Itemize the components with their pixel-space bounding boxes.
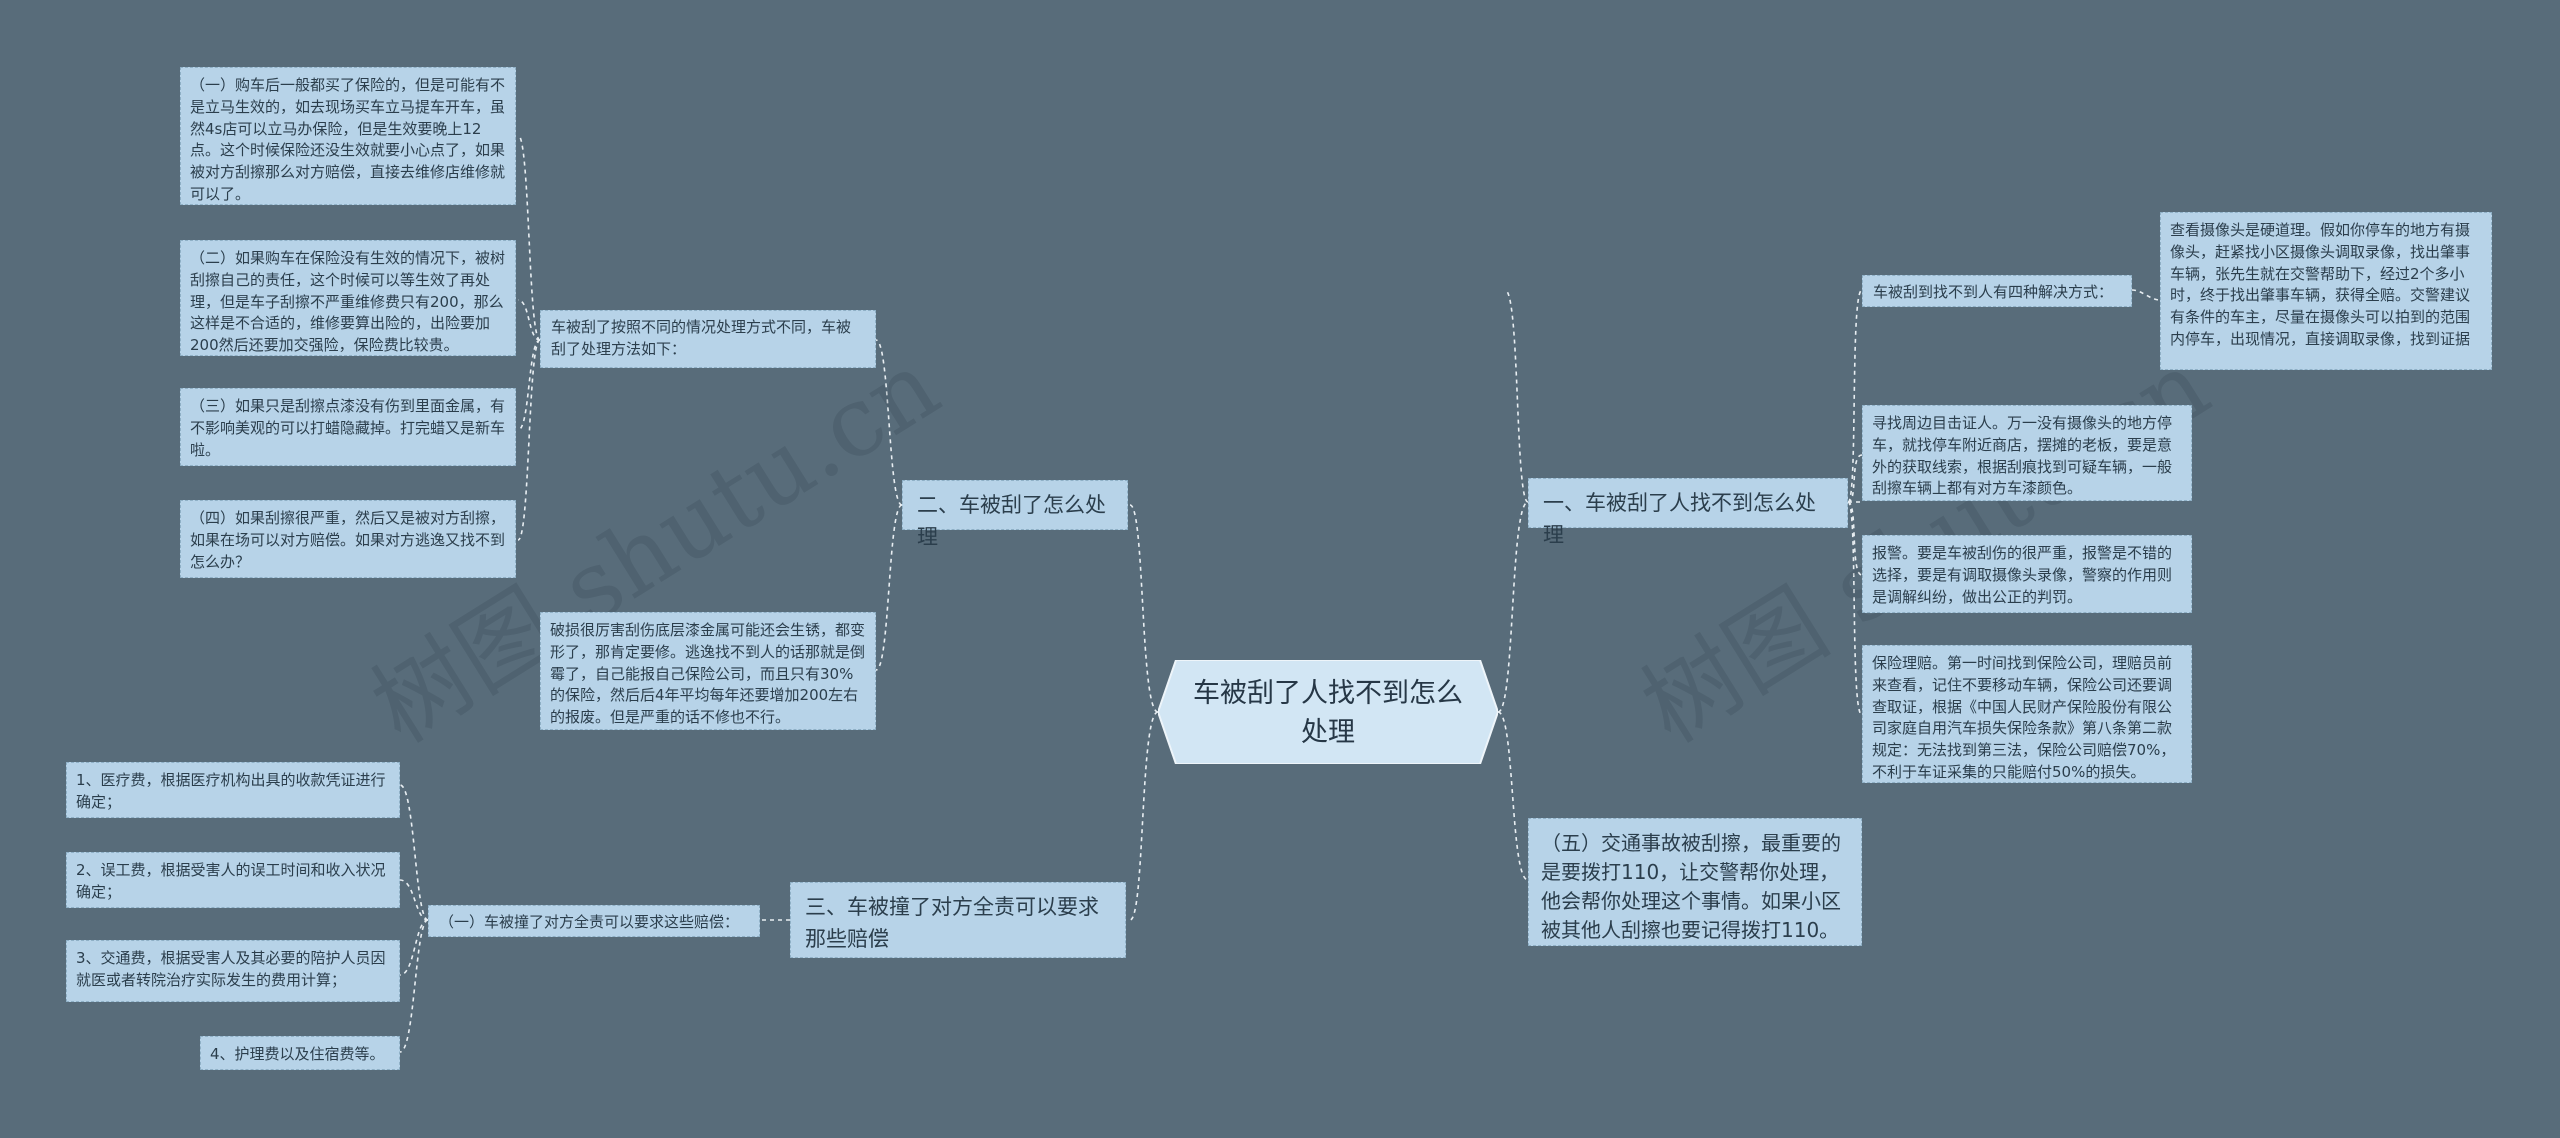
b2-intro[interactable]: 车被刮了按照不同的情况处理方式不同，车被刮了处理方法如下： xyxy=(540,310,876,368)
root-node[interactable]: 车被刮了人找不到怎么处理 xyxy=(1158,660,1498,764)
b3-intro[interactable]: （一）车被撞了对方全责可以要求这些赔偿： xyxy=(428,905,760,937)
b2-item-2[interactable]: （二）如果购车在保险没有生效的情况下，被树刮擦自己的责任，这个时候可以等生效了再… xyxy=(180,240,516,356)
b1-intro-detail[interactable]: 查看摄像头是硬道理。假如你停车的地方有摄像头，赶紧找小区摄像头调取录像，找出肇事… xyxy=(2160,212,2492,370)
b3-item-nursing[interactable]: 4、护理费以及住宿费等。 xyxy=(200,1036,400,1070)
b3-item-medical[interactable]: 1、医疗费，根据医疗机构出具的收款凭证进行确定； xyxy=(66,762,400,818)
link-root-b1-extra xyxy=(1497,711,1529,881)
b1-item-witness[interactable]: 寻找周边目击证人。万一没有摄像头的地方停车，就找停车附近商店，摆摊的老板，要是意… xyxy=(1862,405,2192,501)
root-shape xyxy=(1158,660,1498,764)
root-title: 车被刮了人找不到怎么处理 xyxy=(1193,678,1463,749)
link-root-b2 xyxy=(1129,504,1159,713)
b2-extra[interactable]: 破损很厉害刮伤底层漆金属可能还会生锈，都变形了，那肯定要修。逃逸找不到人的话那就… xyxy=(540,612,876,730)
branch-3[interactable]: 三、车被撞了对方全责可以要求那些赔偿 xyxy=(790,882,1126,958)
b2-item-3[interactable]: （三）如果只是刮擦点漆没有伤到里面金属，有不影响美观的可以打蜡隐藏掉。打完蜡又是… xyxy=(180,388,516,466)
b1-item-insurance[interactable]: 保险理赔。第一时间找到保险公司，理赔员前来查看，记住不要移动车辆，保险公司还要调… xyxy=(1862,645,2192,783)
b1-item-police[interactable]: 报警。要是车被刮伤的很严重，报警是不错的选择，要是有调取摄像头录像，警察的作用则… xyxy=(1862,535,2192,613)
link-root-b1 xyxy=(1497,501,1529,713)
link-root-b3 xyxy=(1129,711,1159,921)
b1-extra[interactable]: （五）交通事故被刮擦，最重要的是要拨打110，让交警帮你处理，他会帮你处理这个事… xyxy=(1528,818,1862,946)
link-b1-children xyxy=(1504,289,1529,503)
b2-item-1[interactable]: （一）购车后一般都买了保险的，但是可能有不是立马生效的，如去现场买车立马提车开车… xyxy=(180,67,516,205)
b1-intro[interactable]: 车被刮到找不到人有四种解决方式： xyxy=(1862,275,2132,307)
branch-1[interactable]: 一、车被刮了人找不到怎么处理 xyxy=(1528,478,1848,547)
branch-2[interactable]: 二、车被刮了怎么处理 xyxy=(902,480,1128,549)
b3-item-lost-wages[interactable]: 2、误工费，根据受害人的误工时间和收入状况确定； xyxy=(66,852,400,908)
b3-item-transport[interactable]: 3、交通费，根据受害人及其必要的陪护人员因就医或者转院治疗实际发生的费用计算； xyxy=(66,940,400,1002)
b2-item-4[interactable]: （四）如果刮擦很严重，然后又是被对方刮擦，如果在场可以对方赔偿。如果对方逃逸又找… xyxy=(180,500,516,578)
